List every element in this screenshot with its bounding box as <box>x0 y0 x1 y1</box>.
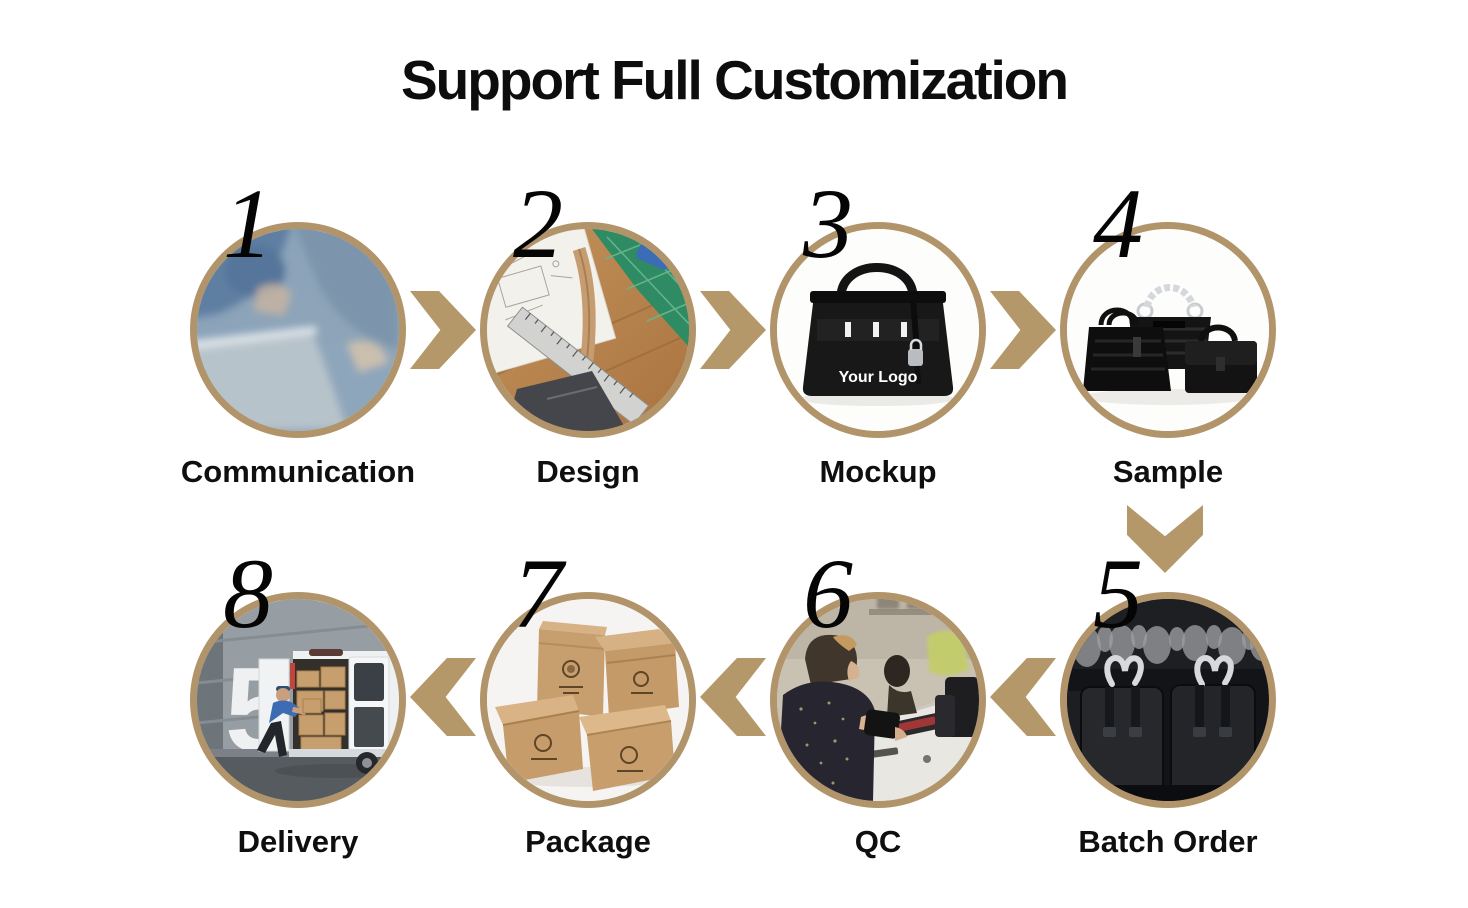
step-number-5: 5 <box>1093 538 1143 649</box>
step-number-3: 3 <box>803 168 853 279</box>
step-number-7: 7 <box>513 538 563 649</box>
step-label-batch-order: Batch Order <box>1078 824 1258 859</box>
step-number-6: 6 <box>803 538 853 649</box>
logo-handbag-illustration: Your Logo <box>777 229 979 431</box>
step-label-delivery: Delivery <box>237 824 359 859</box>
step-label-package: Package <box>525 824 651 859</box>
step-label-sample: Sample <box>1112 454 1224 489</box>
batch-order-photo <box>1060 592 1276 808</box>
three-handbags-illustration <box>1067 229 1269 431</box>
people-over-laptop-illustration <box>197 229 399 431</box>
sample-photo <box>1060 222 1276 438</box>
step-qc: 6 <box>733 544 1023 880</box>
design-photo <box>480 222 696 438</box>
step-number-8: 8 <box>223 538 273 649</box>
qc-photo <box>770 592 986 808</box>
step-package: 7 <box>443 544 733 880</box>
step-sample: 4 Sample <box>1023 174 1313 510</box>
step-label-qc: QC <box>854 824 902 859</box>
step-communication: 1 <box>153 174 443 510</box>
step-label-mockup: Mockup <box>819 454 937 489</box>
quality-inspection-illustration <box>777 599 979 801</box>
step-design: 2 <box>443 174 733 510</box>
step-label-communication: Communication <box>180 454 416 489</box>
step-number-1: 1 <box>223 168 273 279</box>
step-number-2: 2 <box>513 168 563 279</box>
step-delivery: 8 5 <box>153 544 443 880</box>
step-number-4: 4 <box>1093 168 1143 279</box>
your-logo-text: Your Logo <box>839 369 918 386</box>
package-photo <box>480 592 696 808</box>
mockup-photo: Your Logo <box>770 222 986 438</box>
step-label-design: Design <box>536 454 640 489</box>
shipping-boxes-illustration <box>487 599 689 801</box>
page-title: Support Full Customization <box>401 49 1069 111</box>
communication-photo <box>190 222 406 438</box>
step-batch-order: 5 <box>1023 544 1313 880</box>
step-mockup: 3 Your Logo Mockup <box>733 174 1023 510</box>
